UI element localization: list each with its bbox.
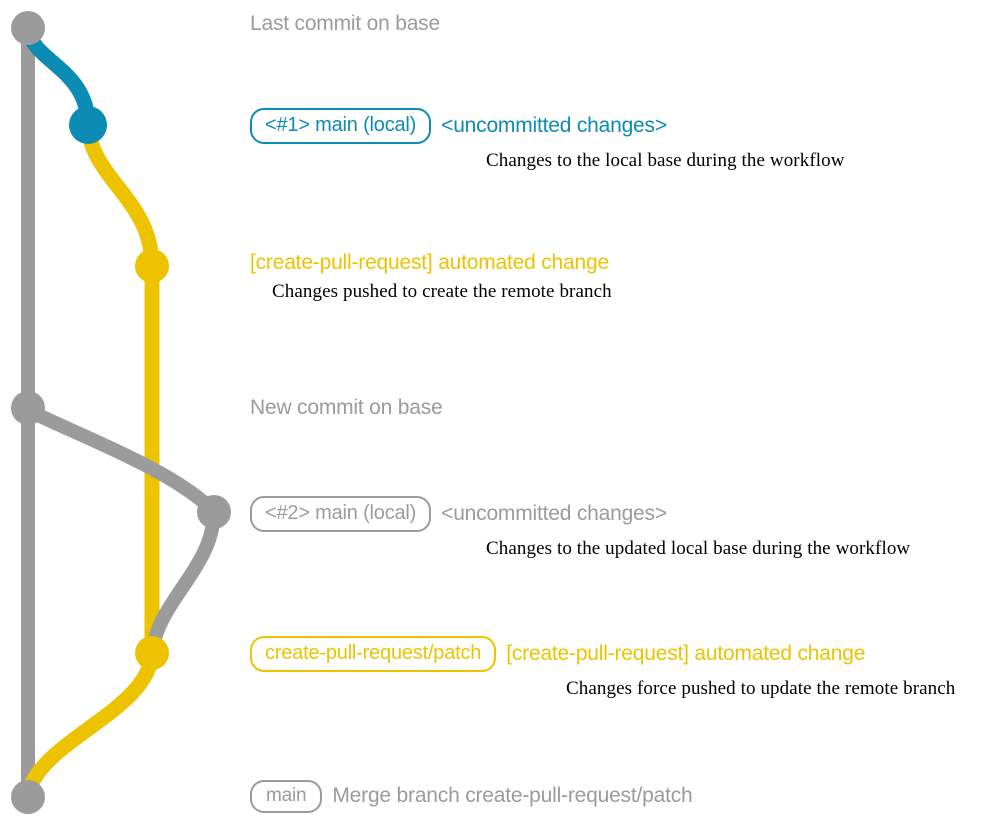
commit-row-automated-change-update: create-pull-request/patch [create-pull-r…: [250, 636, 955, 700]
base-detour-line-out: [21, 403, 221, 519]
commit-row-merge-branch: main Merge branch create-pull-request/pa…: [250, 780, 693, 813]
commit-note: Changes pushed to create the remote bran…: [272, 281, 612, 303]
row-head: main Merge branch create-pull-request/pa…: [250, 780, 693, 813]
base-detour-line-in: [145, 506, 221, 660]
commit-node-local-uncommitted-2[interactable]: [197, 495, 231, 529]
commit-row-last-commit-on-base: Last commit on base: [250, 12, 440, 36]
commit-node-merge-branch[interactable]: [11, 780, 45, 814]
patch-branch-line-top: [80, 118, 160, 274]
ref-badge-main-local-1[interactable]: <#1> main (local): [250, 108, 432, 144]
commit-subject: New commit on base: [250, 396, 443, 419]
commit-node-automated-change-create[interactable]: [135, 249, 169, 283]
commit-row-local-uncommitted-2: <#2> main (local) <uncommitted changes> …: [250, 496, 910, 560]
row-head: create-pull-request/patch [create-pull-r…: [250, 636, 865, 672]
commit-note: Changes force pushed to update the remot…: [566, 678, 956, 699]
ref-badge-main[interactable]: main: [250, 780, 323, 813]
commit-row-local-uncommitted-1: <#1> main (local) <uncommitted changes> …: [250, 108, 845, 172]
commit-subject: Merge branch create-pull-request/patch: [332, 784, 693, 808]
commit-node-last-commit-on-base[interactable]: [11, 11, 45, 45]
commit-note: Changes to the local base during the wor…: [486, 150, 845, 171]
row-head: <#2> main (local) <uncommitted changes>: [250, 496, 667, 532]
ref-badge-main-local-2[interactable]: <#2> main (local): [250, 496, 432, 532]
commit-subject: [create-pull-request] automated change: [506, 641, 866, 665]
commit-subject: <uncommitted changes>: [441, 501, 667, 525]
commit-row-automated-change-create: [create-pull-request] automated change C…: [250, 251, 612, 303]
ref-badge-create-pull-request-patch[interactable]: create-pull-request/patch: [250, 636, 497, 672]
commit-node-new-commit-on-base[interactable]: [11, 391, 45, 425]
patch-merge-line: [20, 646, 160, 804]
commit-node-automated-change-update[interactable]: [135, 636, 169, 670]
row-head: [create-pull-request] automated change: [250, 251, 609, 275]
row-head: Last commit on base: [250, 12, 440, 36]
commit-subject: [create-pull-request] automated change: [250, 251, 609, 274]
commit-subject: <uncommitted changes>: [441, 113, 667, 137]
commit-row-new-commit-on-base: New commit on base: [250, 396, 443, 420]
commit-node-local-uncommitted-1[interactable]: [69, 106, 107, 144]
row-head: <#1> main (local) <uncommitted changes>: [250, 108, 667, 144]
row-head: New commit on base: [250, 396, 443, 420]
commit-subject: Last commit on base: [250, 12, 440, 35]
commit-note: Changes to the updated local base during…: [486, 538, 911, 559]
